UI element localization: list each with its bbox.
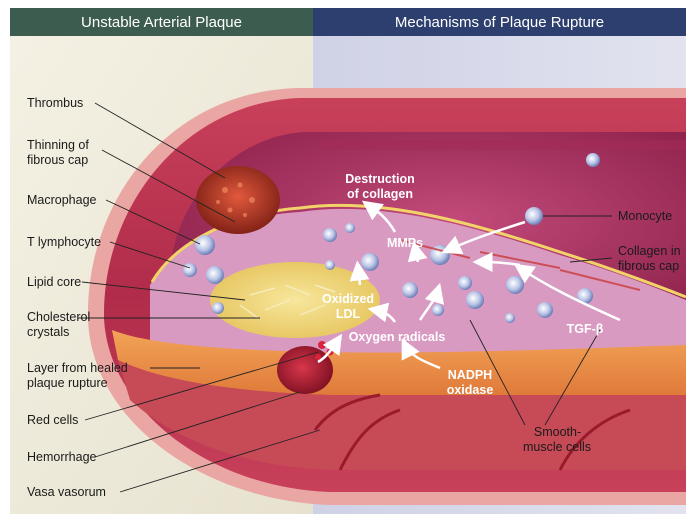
label-thinning-line1: Thinning of [27, 138, 89, 153]
right-panel-title: Mechanisms of Plaque Rupture [313, 8, 686, 36]
label-collagen-line2: fibrous cap [618, 259, 679, 274]
label-nadph-line2: oxidase [440, 383, 500, 398]
label-cholesterol-line2: crystals [27, 325, 69, 340]
label-monocyte: Monocyte [618, 209, 672, 224]
label-cholesterol-line1: Cholesterol [27, 310, 90, 325]
label-hemorrhage: Hemorrhage [27, 450, 96, 465]
label-lipid-core: Lipid core [27, 275, 81, 290]
label-thinning-line2: fibrous cap [27, 153, 88, 168]
label-oxidized-line1: Oxidized [318, 292, 378, 307]
label-nadph-line1: NADPH [440, 368, 500, 383]
label-oxygen-radicals: Oxygen radicals [342, 330, 452, 345]
label-mmps: MMPs [380, 236, 430, 251]
label-smooth-line2: muscle cells [512, 440, 602, 455]
label-destruction-line2: of collagen [325, 187, 435, 202]
label-collagen-line1: Collagen in [618, 244, 681, 259]
hemorrhage [277, 346, 333, 394]
label-smooth-line1: Smooth- [520, 425, 595, 440]
monocyte-cell [525, 207, 543, 225]
label-macrophage: Macrophage [27, 193, 97, 208]
label-vasa-vasorum: Vasa vasorum [27, 485, 106, 500]
label-red-cells: Red cells [27, 413, 78, 428]
label-oxidized-line2: LDL [318, 307, 378, 322]
label-thrombus: Thrombus [27, 96, 83, 111]
label-destruction-line1: Destruction [325, 172, 435, 187]
label-healed-line1: Layer from healed [27, 361, 128, 376]
left-panel-title: Unstable Arterial Plaque [10, 8, 313, 36]
label-t-lymphocyte: T lymphocyte [27, 235, 101, 250]
label-healed-line2: plaque rupture [27, 376, 108, 391]
label-tgf-beta: TGF-β [560, 322, 610, 337]
thrombus [196, 166, 280, 234]
